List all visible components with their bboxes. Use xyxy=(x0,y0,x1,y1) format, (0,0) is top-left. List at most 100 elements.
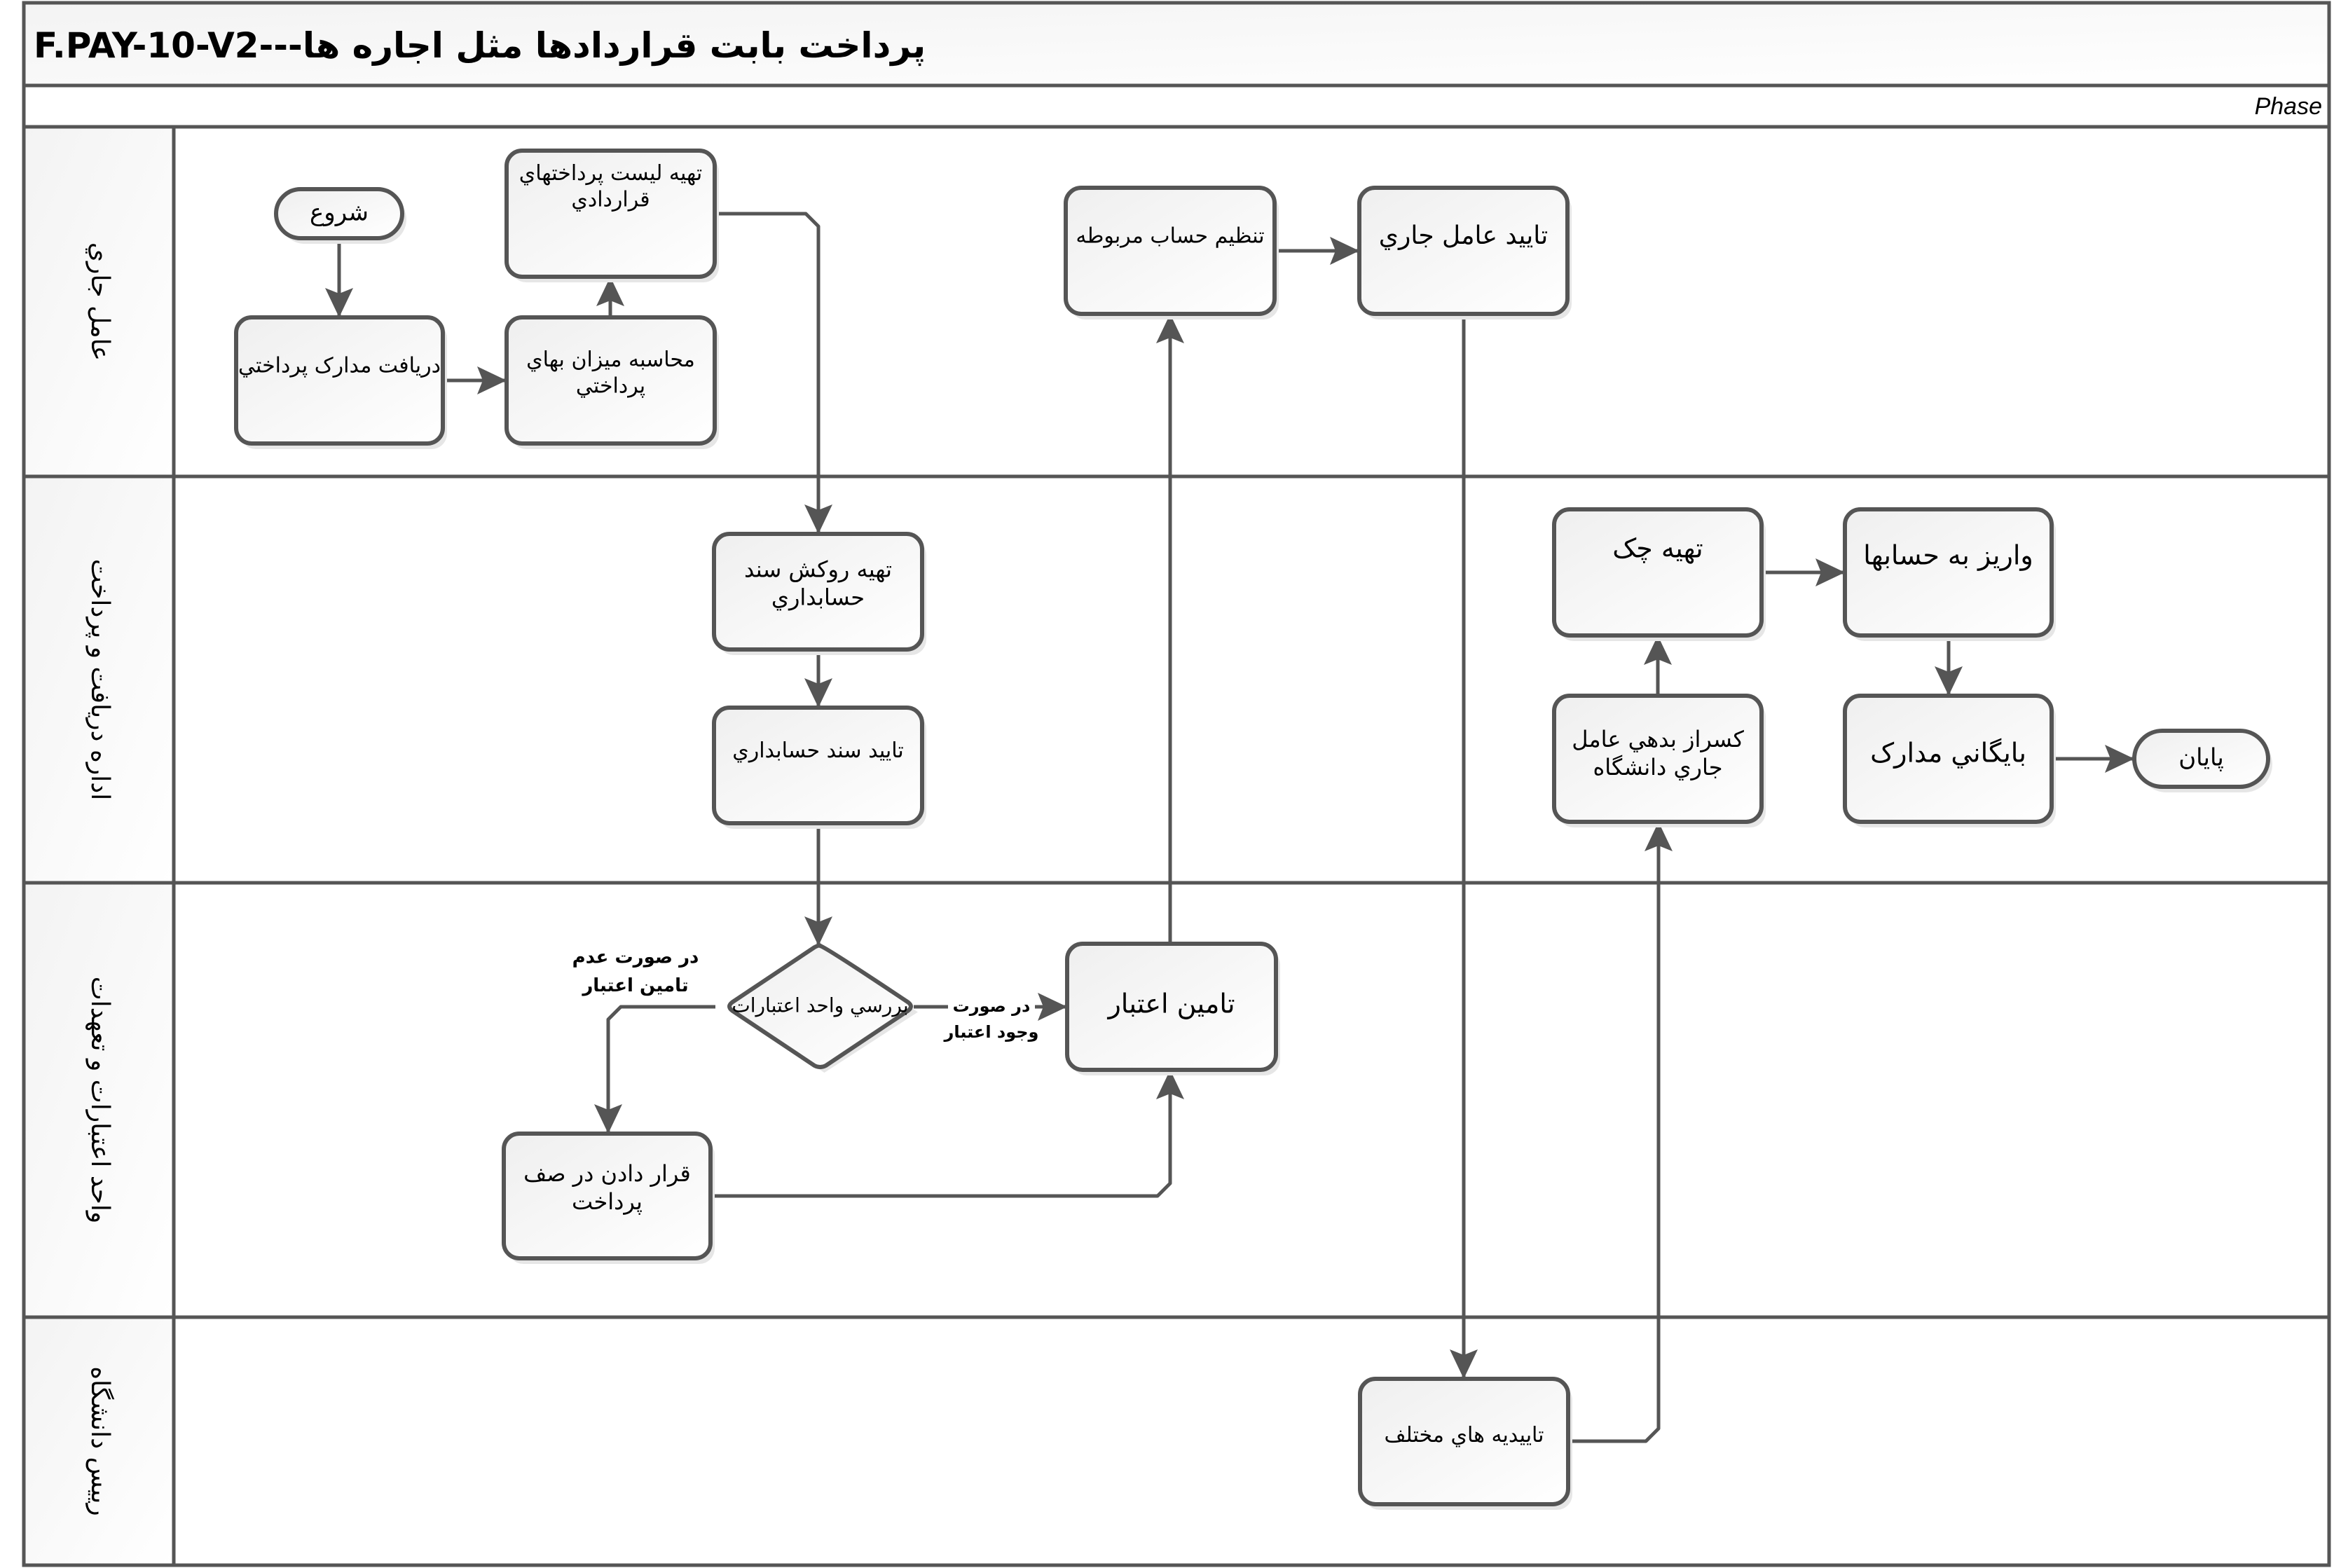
arrowhead-icon xyxy=(596,277,624,306)
connector-set-account-to-approve-agent[interactable] xyxy=(1275,237,1359,265)
task-box xyxy=(712,532,924,652)
connector-prepare-check-to-deposit-accounts[interactable] xyxy=(1762,558,1845,586)
lane-header xyxy=(22,125,176,479)
node-label: کسراز بدهي عامل xyxy=(1572,726,1744,752)
connector-archive-docs-to-end[interactable] xyxy=(2052,745,2134,773)
arrowhead-icon xyxy=(1038,993,1067,1021)
connector-calc-amount-to-prepare-list[interactable] xyxy=(596,277,624,317)
arrowhead-icon xyxy=(1815,558,1845,586)
task-box xyxy=(1843,694,2054,824)
connector-queue-payment-to-provide-credit[interactable] xyxy=(710,1070,1184,1198)
node-deposit-accounts[interactable]: واريز به حسابها xyxy=(1843,507,2056,641)
arrowhead-icon xyxy=(325,288,353,317)
node-label: واريز به حسابها xyxy=(1863,540,2033,572)
arrowhead-icon xyxy=(2105,745,2134,773)
node-archive-docs[interactable]: بايگاني مدارک xyxy=(1843,694,2056,827)
node-label: جاري دانشگاه xyxy=(1593,754,1723,780)
connector-line xyxy=(710,1070,1172,1198)
node-label: قراردادي xyxy=(571,187,650,212)
connector-deposit-accounts-to-archive-docs[interactable] xyxy=(1935,635,1963,696)
arrowhead-icon xyxy=(1935,666,1963,696)
node-label: تنظيم حساب مربوطه xyxy=(1076,224,1264,249)
node-provide-credit[interactable]: تامين اعتبار xyxy=(1065,942,1280,1075)
node-label: تهيه چک xyxy=(1612,533,1703,565)
node-label: تامين اعتبار xyxy=(1106,989,1235,1020)
arrowhead-icon xyxy=(804,504,832,534)
lane-label: واحد اعتبارات و تعهدات xyxy=(85,977,114,1223)
arrowhead-icon xyxy=(594,1104,622,1134)
connector-start-to-receive-docs[interactable] xyxy=(325,238,353,317)
task-box xyxy=(234,315,445,446)
task-box xyxy=(1358,1377,1570,1506)
node-approve-voucher[interactable]: تاييد سند حسابداري xyxy=(712,706,926,829)
node-label: بايگاني مدارک xyxy=(1870,738,2026,769)
node-label: تاييد سند حسابداري xyxy=(732,738,904,763)
node-label: بررسي واحد اعتبارات xyxy=(732,994,908,1017)
task-box xyxy=(502,1132,713,1260)
connector-various-approvals-to-deduct-debt[interactable] xyxy=(1568,822,1673,1443)
task-box xyxy=(1552,694,1764,824)
node-set-account[interactable]: تنظيم حساب مربوطه xyxy=(1064,186,1279,319)
arrowhead-icon xyxy=(804,916,832,946)
task-box xyxy=(504,149,717,279)
arrowhead-icon xyxy=(1330,237,1359,265)
arrowhead-icon xyxy=(1645,822,1673,851)
node-receive-docs[interactable]: دريافت مدارک پرداختي xyxy=(234,315,447,449)
connectors xyxy=(325,212,2134,1443)
node-various-approvals[interactable]: تاييديه هاي مختلف xyxy=(1358,1377,1572,1510)
task-box xyxy=(1357,186,1570,316)
node-label: محاسبه ميزان بهاي xyxy=(526,348,695,372)
node-approve-agent[interactable]: تاييد عامل جاري xyxy=(1357,186,1572,319)
connector-approve-voucher-to-review-credits[interactable] xyxy=(804,823,832,946)
diagram-frame: F.PAY-10-V2---پرداخت بابت قراردادها مثل … xyxy=(22,1,2331,129)
decision-diamond xyxy=(727,943,913,1069)
lane-header xyxy=(22,881,176,1319)
edge-label-line: در صورت عدم xyxy=(572,947,699,968)
connector-deduct-debt-to-prepare-check[interactable] xyxy=(1644,635,1672,696)
node-label: دريافت مدارک پرداختي xyxy=(238,354,441,378)
lane-label: عامل جاري xyxy=(85,242,114,361)
node-label: حسابداري xyxy=(771,584,865,611)
task-box xyxy=(712,706,924,825)
node-label: شروع xyxy=(310,199,369,227)
connector-line xyxy=(606,1005,715,1134)
lane-label: رييس دانشگاه xyxy=(85,1366,115,1516)
task-box xyxy=(1552,507,1764,638)
connector-receive-docs-to-calc-amount[interactable] xyxy=(443,366,507,394)
node-review-credits[interactable]: بررسي واحد اعتبارات xyxy=(727,943,918,1073)
node-start[interactable]: شروع xyxy=(274,187,406,244)
terminal-shape xyxy=(2132,729,2270,789)
lane-header xyxy=(22,1315,176,1567)
terminal-shape xyxy=(274,187,404,240)
label-background xyxy=(948,991,1035,1022)
connector-line xyxy=(715,212,821,534)
node-prepare-check[interactable]: تهيه چک xyxy=(1552,507,1766,641)
connector-prepare-voucher-cover-to-approve-voucher[interactable] xyxy=(804,649,832,708)
diagram-title: F.PAY-10-V2---پرداخت بابت قراردادها مثل … xyxy=(34,25,926,67)
edge-label-line: وجود اعتبار xyxy=(944,1022,1039,1042)
title-bar xyxy=(22,1,2331,88)
node-label: تهيه ليست پرداختهاي xyxy=(519,161,702,186)
connector-prepare-list-to-prepare-voucher-cover[interactable] xyxy=(715,212,832,534)
node-end[interactable]: پايان xyxy=(2132,729,2272,792)
task-box xyxy=(1843,507,2054,638)
node-label: تهيه روکش سند xyxy=(744,556,892,583)
connector-review-credits-to-queue-payment[interactable] xyxy=(594,1005,715,1134)
node-label: پرداخت xyxy=(572,1188,643,1215)
phase-label: Phase xyxy=(2255,93,2322,120)
connector-provide-credit-to-set-account[interactable] xyxy=(1156,314,1184,944)
node-label: پرداختي xyxy=(576,373,645,398)
task-box xyxy=(1064,186,1277,316)
connector-approve-agent-to-various-approvals[interactable] xyxy=(1450,314,1478,1379)
task-box xyxy=(1065,942,1278,1072)
arrowhead-icon xyxy=(804,678,832,708)
